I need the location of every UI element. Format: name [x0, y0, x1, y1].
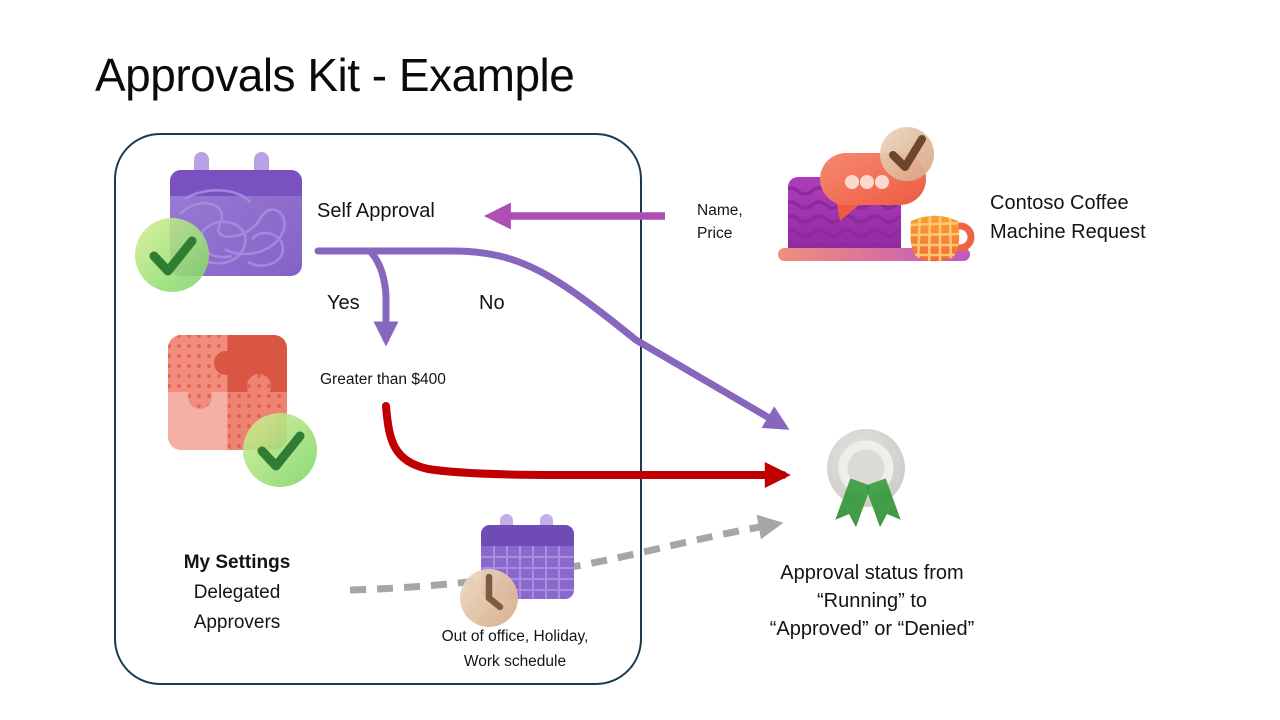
award-ribbon-icon [827, 429, 905, 528]
approvers-label: Approvers [193, 612, 281, 633]
laptop-screen [788, 177, 901, 255]
approval-status-line1: Approval status from [780, 562, 964, 584]
contoso-request-label: Contoso Coffee Machine Request [990, 189, 1146, 247]
out-of-office-line1: Out of office, Holiday, [441, 628, 589, 645]
out-of-office-line2: Work schedule [463, 653, 567, 670]
name-price-annotation: Name, Price [697, 199, 743, 245]
medal-circle [827, 429, 905, 507]
my-settings-title: My Settings [183, 552, 291, 573]
check-icon [889, 135, 926, 171]
delegated-label: Delegated [193, 582, 281, 603]
yes-label: Yes [327, 292, 360, 314]
approval-status-line2: “Running” to [816, 590, 928, 612]
out-of-office-block: Out of office, Holiday, Work schedule [410, 624, 620, 674]
condition-label: Greater than $400 [320, 371, 446, 388]
chat-bubble-tail [836, 199, 866, 221]
name-line: Name, [697, 202, 743, 219]
laptop-chat-request-illustration [778, 127, 975, 262]
medal-ring [838, 440, 894, 496]
no-label: No [479, 292, 505, 314]
chat-bubble-icon [820, 153, 926, 205]
ribbon-tails [835, 478, 901, 528]
cup-waffle-texture [910, 215, 960, 262]
page-title: Approvals Kit - Example [95, 49, 575, 101]
confirm-check-circle [880, 127, 934, 181]
price-line: Price [697, 225, 733, 242]
contoso-line2: Machine Request [990, 221, 1146, 243]
approval-status-line3: “Approved” or “Denied” [769, 618, 975, 640]
typing-dots-icon [845, 175, 889, 189]
contoso-line1: Contoso Coffee [990, 192, 1129, 214]
laptop-wave-texture [788, 186, 901, 252]
laptop-base [778, 248, 970, 261]
my-settings-block: My Settings Delegated Approvers [147, 548, 327, 638]
self-approval-label: Self Approval [317, 200, 435, 222]
cup-handle [945, 222, 975, 252]
approval-status-block: Approval status from “Running” to “Appro… [722, 559, 1022, 643]
coffee-cup-icon [910, 215, 960, 262]
